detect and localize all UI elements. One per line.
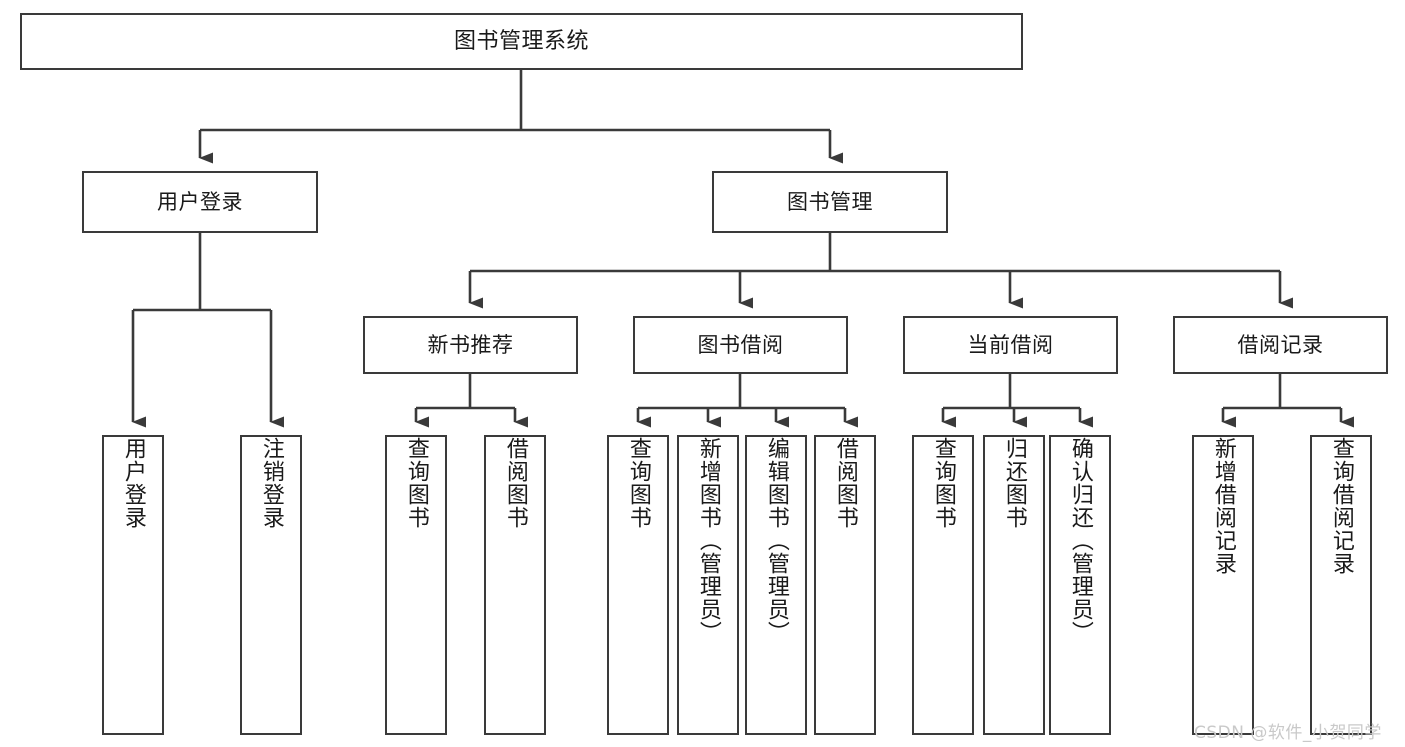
node-book-management-label: 图书管理 [787,189,873,214]
node-borrow-record-label: 借阅记录 [1237,332,1324,357]
node-add-book-label: 新增图书（管理员） [695,437,721,644]
node-new-book-recommend-label: 新书推荐 [427,332,514,357]
node-new-book-recommend[interactable]: 新书推荐 [363,316,578,374]
node-borrow-book-2[interactable]: 借阅图书 [814,435,876,735]
node-borrow-book-2-label: 借阅图书 [832,437,858,529]
node-book-borrow-label: 图书借阅 [697,332,784,357]
node-add-record-label: 新增借阅记录 [1210,437,1236,575]
node-query-book-3-label: 查询图书 [930,437,956,529]
node-borrow-book-1-label: 借阅图书 [502,437,528,529]
node-add-book[interactable]: 新增图书（管理员） [677,435,739,735]
node-borrow-book-1[interactable]: 借阅图书 [484,435,546,735]
node-query-book-2-label: 查询图书 [625,437,651,529]
node-root-label: 图书管理系统 [453,28,589,54]
node-user-login-label: 用户登录 [157,189,243,214]
node-edit-book-label: 编辑图书（管理员） [763,437,789,644]
node-confirm-return[interactable]: 确认归还（管理员） [1049,435,1111,735]
node-user-logout-label: 注销登录 [258,437,284,529]
node-book-borrow[interactable]: 图书借阅 [633,316,848,374]
node-query-record-label: 查询借阅记录 [1328,437,1354,575]
node-query-book-3[interactable]: 查询图书 [912,435,974,735]
node-query-record[interactable]: 查询借阅记录 [1310,435,1372,735]
node-return-book[interactable]: 归还图书 [983,435,1045,735]
node-root[interactable]: 图书管理系统 [20,13,1023,70]
csdn-watermark: CSDN @软件_小贺同学 [1194,723,1382,743]
node-current-borrow-label: 当前借阅 [967,332,1054,357]
node-user-login-label: 用户登录 [120,437,146,529]
node-return-book-label: 归还图书 [1001,437,1027,529]
node-query-book-2[interactable]: 查询图书 [607,435,669,735]
node-current-borrow[interactable]: 当前借阅 [903,316,1118,374]
node-user-logout[interactable]: 注销登录 [240,435,302,735]
node-query-book-1-label: 查询图书 [403,437,429,529]
node-confirm-return-label: 确认归还（管理员） [1067,437,1093,644]
node-add-record[interactable]: 新增借阅记录 [1192,435,1254,735]
node-edit-book[interactable]: 编辑图书（管理员） [745,435,807,735]
node-user-login[interactable]: 用户登录 [102,435,164,735]
node-user-login[interactable]: 用户登录 [82,171,318,233]
node-book-management[interactable]: 图书管理 [712,171,948,233]
node-borrow-record[interactable]: 借阅记录 [1173,316,1388,374]
node-query-book-1[interactable]: 查询图书 [385,435,447,735]
